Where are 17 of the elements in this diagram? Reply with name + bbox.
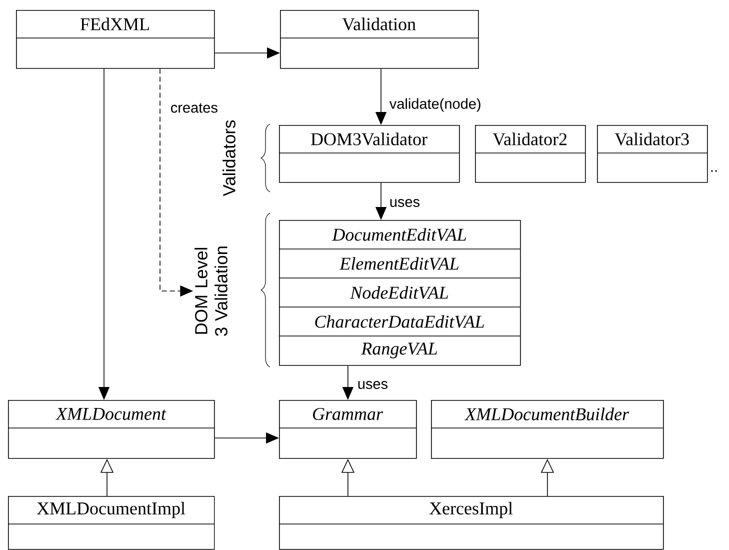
class-box: FEdXML — [16, 10, 215, 69]
class-box: DocumentEditVAL ElementEditVAL NodeEditVAL CharacterDataEditVAL RangeVAL — [278, 220, 521, 366]
group-label: DOM Level 3 Validation — [194, 246, 228, 336]
group-label: Validators — [222, 120, 236, 196]
edge-label: creates — [171, 103, 218, 113]
edge-label: uses — [390, 199, 420, 207]
class-box: XMLDocumentImpl — [8, 496, 215, 550]
class-box: DOM3Validator — [278, 125, 460, 183]
class-box: Validator3 — [596, 125, 708, 183]
class-box: Grammar — [278, 400, 417, 459]
class-box: XercesImpl — [278, 496, 664, 550]
edge-label: uses — [358, 381, 388, 389]
class-box: Validator2 — [474, 125, 586, 183]
class-box: XMLDocumentBuilder — [430, 400, 664, 459]
class-box: XMLDocument — [8, 400, 215, 459]
edge-label: validate(node) — [389, 98, 480, 112]
class-box: Validation — [280, 10, 479, 69]
